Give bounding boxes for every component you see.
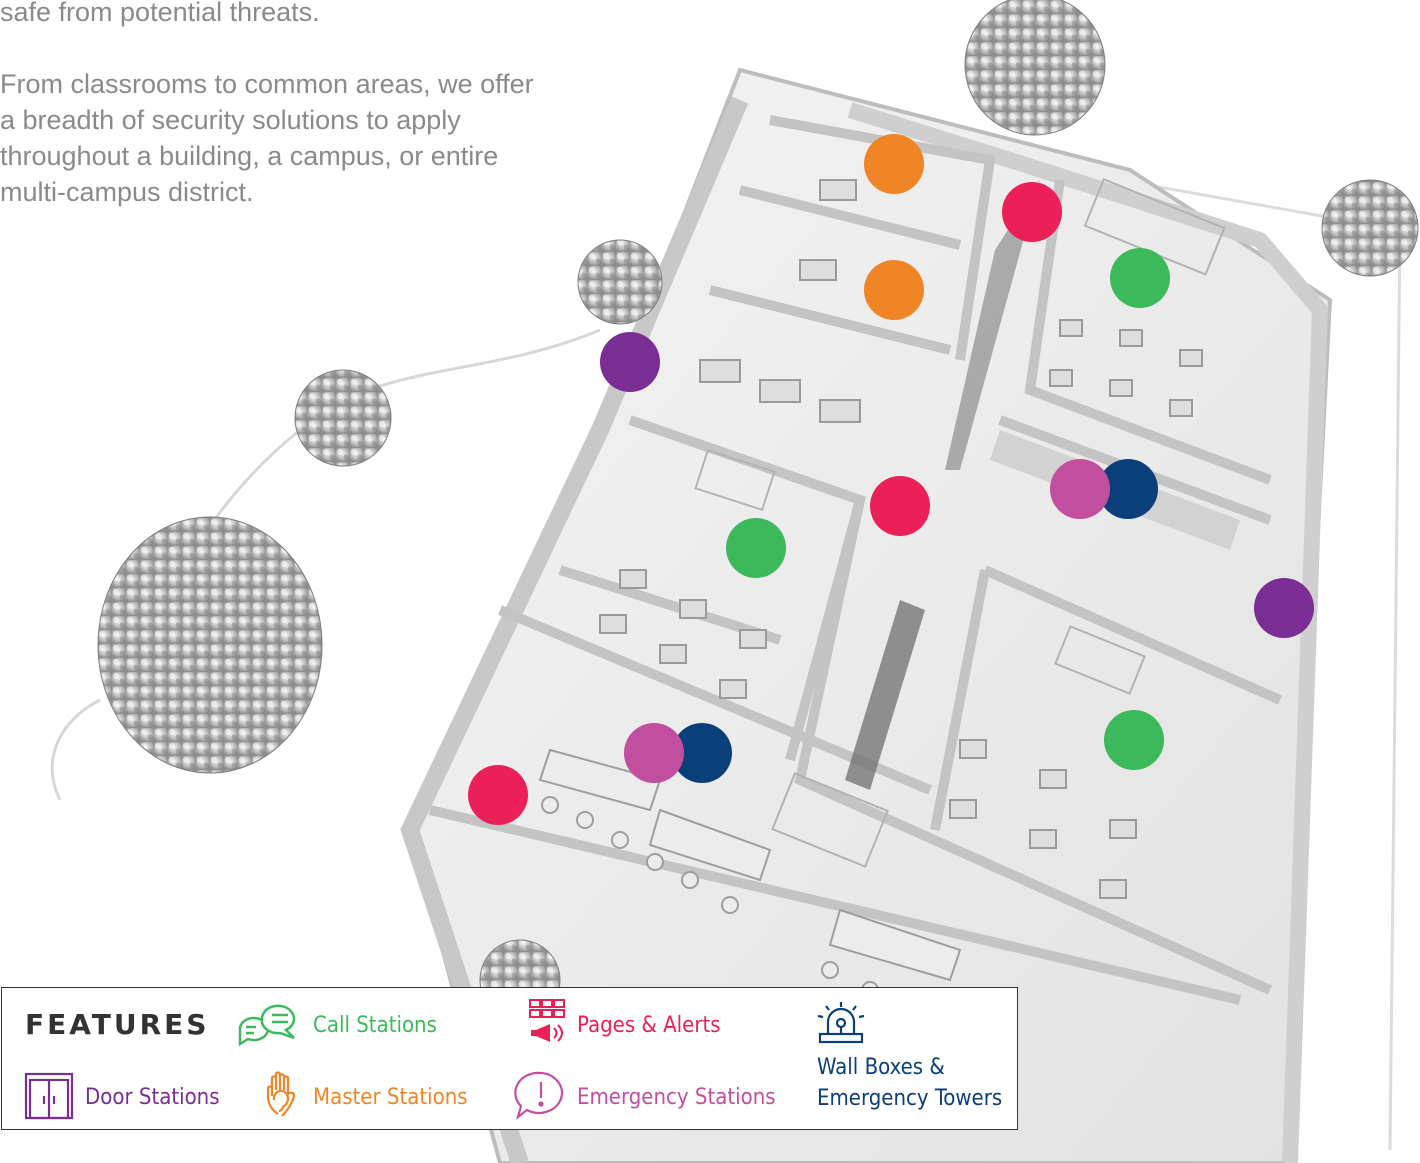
call-station-marker[interactable]	[726, 518, 786, 578]
intro-paragraph: From classrooms to common areas, we offe…	[0, 69, 534, 207]
features-legend: FEATURES Call Stations Pages & Alerts	[1, 987, 1018, 1130]
door-icon	[24, 1072, 74, 1120]
alarm-beacon-icon	[817, 1002, 865, 1044]
legend-master-stations: Master Stations	[313, 1085, 468, 1110]
master-station-marker[interactable]	[864, 260, 924, 320]
emergency-station-marker[interactable]	[1050, 459, 1110, 519]
legend-title: FEATURES	[25, 1008, 210, 1041]
legend-door-stations: Door Stations	[85, 1085, 220, 1110]
legend-wall-boxes-line2: Emergency Towers	[817, 1086, 1003, 1111]
legend-wall-boxes-line1: Wall Boxes &	[817, 1055, 945, 1080]
door-station-marker[interactable]	[600, 332, 660, 392]
pages-alerts-marker[interactable]	[870, 476, 930, 536]
emergency-station-marker[interactable]	[624, 723, 684, 783]
call-bubbles-icon	[238, 1004, 296, 1047]
master-station-marker[interactable]	[864, 134, 924, 194]
hand-ear-icon	[266, 1071, 296, 1117]
call-station-marker[interactable]	[1110, 248, 1170, 308]
door-station-marker[interactable]	[1254, 578, 1314, 638]
legend-call-stations: Call Stations	[313, 1013, 437, 1038]
pages-monitor-megaphone-icon	[529, 999, 565, 1042]
exclamation-bubble-icon	[514, 1071, 564, 1120]
pages-alerts-marker[interactable]	[1002, 182, 1062, 242]
tree	[97, 0, 1419, 1021]
intro-text: safe from potential threats. From classr…	[0, 0, 540, 210]
intro-line: safe from potential threats.	[0, 0, 320, 27]
legend-emergency-stations: Emergency Stations	[577, 1085, 776, 1110]
call-station-marker[interactable]	[1104, 710, 1164, 770]
legend-pages-alerts: Pages & Alerts	[577, 1013, 721, 1038]
pages-alerts-marker[interactable]	[468, 765, 528, 825]
